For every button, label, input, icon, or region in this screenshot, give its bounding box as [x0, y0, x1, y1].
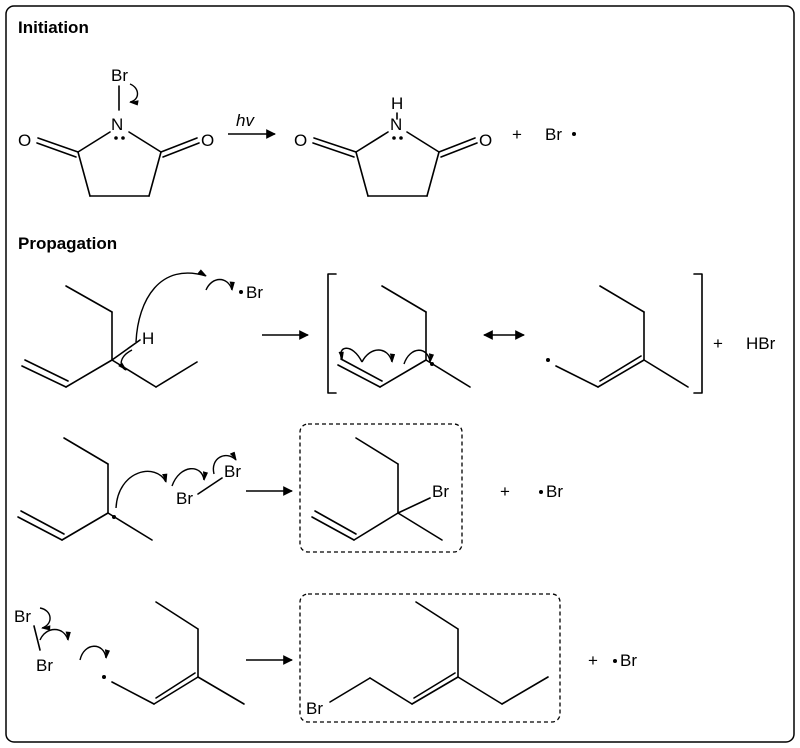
primary-bromide-product: Br	[306, 601, 549, 718]
tertiary-bromide-product: Br	[311, 437, 449, 541]
hv-label: hv	[236, 111, 255, 130]
product-box-2	[299, 593, 561, 723]
primary-radical-bromination: Br Br	[14, 601, 245, 705]
initiation-header: Initiation	[18, 18, 89, 37]
br2-upper: Br	[224, 462, 241, 481]
br-radical-dot	[572, 132, 576, 136]
homolysis-arrow	[129, 83, 139, 106]
succinimide-h-label: H	[391, 94, 403, 113]
br2-lower: Br	[176, 489, 193, 508]
hbr-label: HBr	[746, 334, 776, 353]
succinimide-o-right: O	[479, 131, 492, 150]
nbs-n-label: N	[111, 115, 123, 134]
abstracted-h-label: H	[142, 329, 154, 348]
step3-plus: +	[588, 651, 598, 670]
nbs-o-right: O	[201, 131, 214, 150]
br-radical-step1: Br	[246, 283, 263, 302]
nbs-molecule: Br N O O	[18, 66, 214, 197]
succinimide-n-label: N	[390, 115, 402, 134]
diene-h-abstraction: H Br	[21, 269, 263, 388]
step3-br-radical: Br	[620, 651, 637, 670]
initiation-plus: +	[512, 125, 522, 144]
allyl-radical-resonance-a	[337, 285, 471, 388]
br-radical-label: Br	[545, 125, 562, 144]
bracket-left	[327, 273, 337, 394]
allyl-radical-resonance-b	[546, 285, 689, 388]
succinimide-o-left: O	[294, 131, 307, 150]
step2-br-radical: Br	[546, 482, 563, 501]
step1-plus: +	[713, 334, 723, 353]
outer-frame	[5, 5, 795, 743]
br2-top-step3: Br	[14, 607, 31, 626]
nbs-o-left: O	[18, 131, 31, 150]
product1-br-label: Br	[432, 482, 449, 501]
bracket-right	[693, 273, 703, 394]
nbs-br-label: Br	[111, 66, 128, 85]
propagation-header: Propagation	[18, 234, 117, 253]
tertiary-radical-bromination: Br Br	[17, 437, 241, 541]
product-box-1	[299, 423, 463, 553]
succinimide-molecule: H N O O	[294, 94, 492, 197]
step2-plus: +	[500, 482, 510, 501]
product2-br-label: Br	[306, 699, 323, 718]
br2-bottom-step3: Br	[36, 656, 53, 675]
